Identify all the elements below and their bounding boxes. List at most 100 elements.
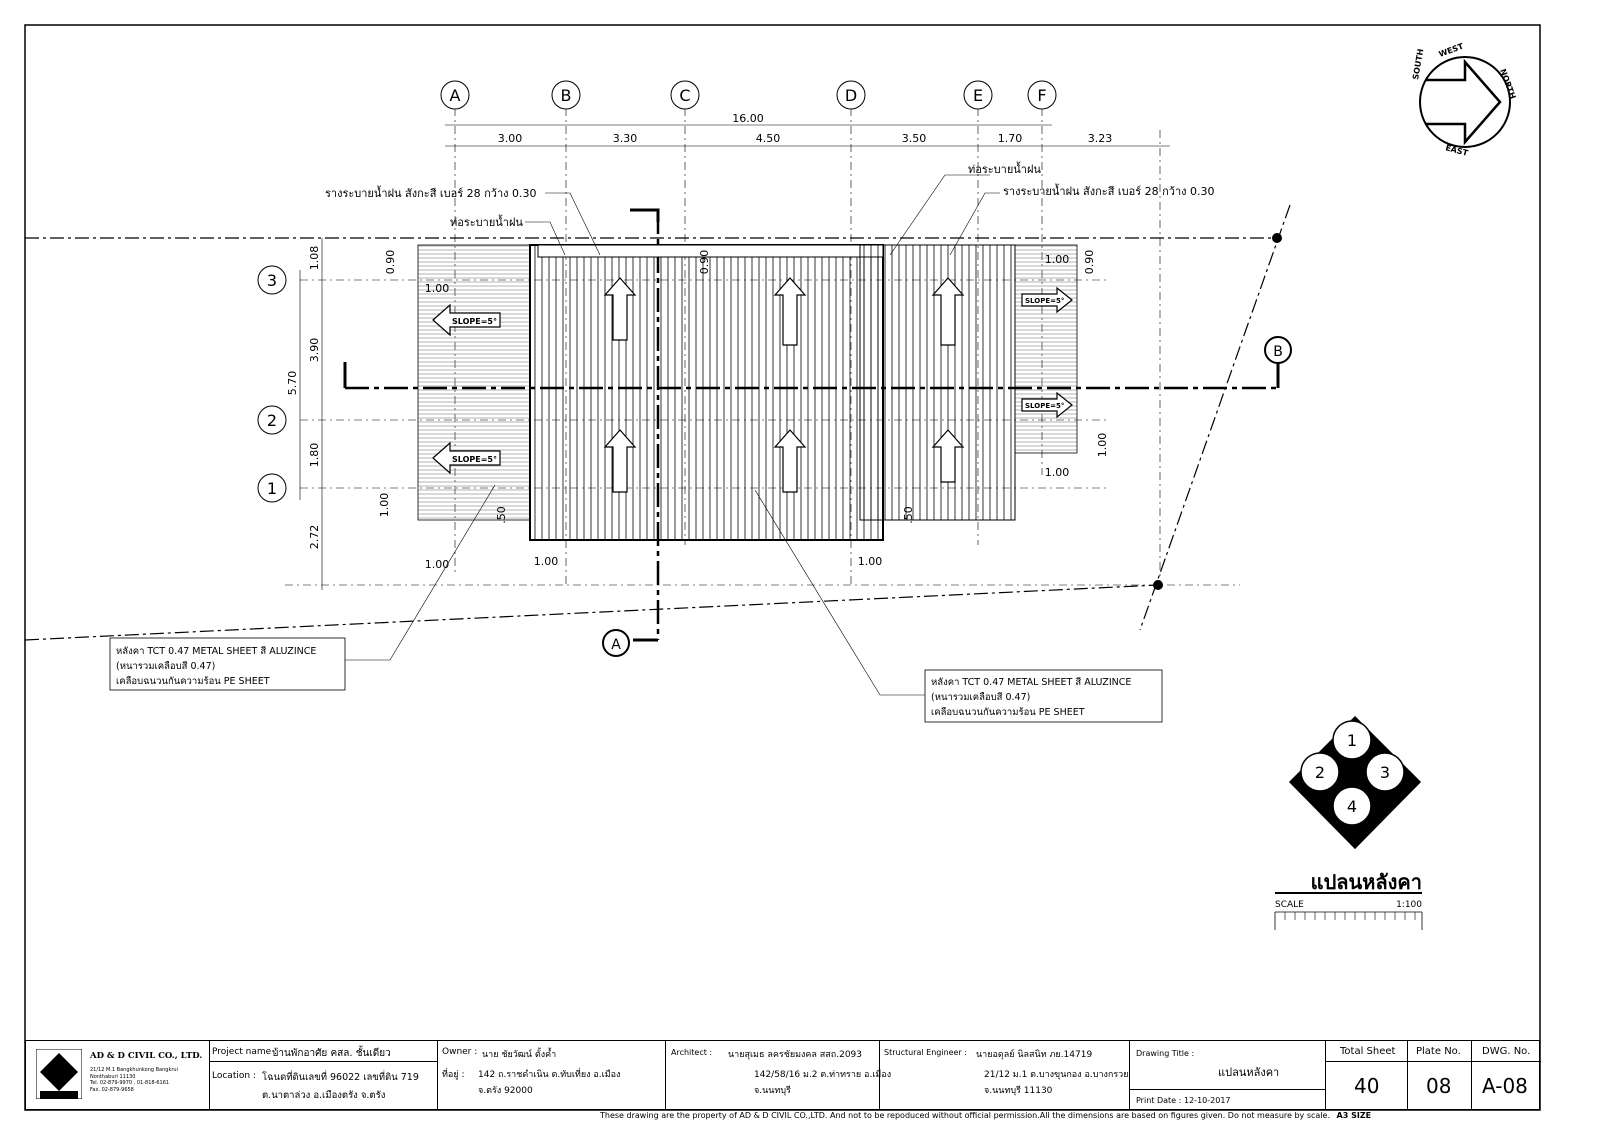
dimension-lines-left [299, 238, 323, 590]
note-line: เคลือบฉนวนกันความร้อน PE SHEET [931, 707, 1085, 718]
tb-dwg-no: DWG. No. A-08 [1472, 1041, 1541, 1109]
tb-engineer: Structural Engineer : นายอดุลย์ นิลสนิท … [880, 1041, 1130, 1109]
engineer-label: Structural Engineer : [884, 1048, 968, 1057]
slope-label: SLOPE=5° [452, 455, 497, 464]
note-line: (หนารวมเคลือบสี 0.47) [116, 661, 216, 672]
note-line: หลังคา TCT 0.47 METAL SHEET สี ALUZINCE [931, 677, 1132, 688]
dim: 1.08 [308, 246, 321, 271]
note-box-right [924, 669, 1163, 723]
dimension-texts-top: 16.00 3.00 3.30 4.50 3.50 1.70 3.23 [498, 112, 1113, 145]
footer-disclaimer: These drawing are the property of AD & D… [600, 1111, 1371, 1120]
company-name: AD & D CIVIL CO., LTD. [90, 1051, 203, 1061]
dimension-lines-top [445, 124, 1170, 147]
tb-plate-no-divider [1408, 1061, 1471, 1062]
boundary-point [1272, 233, 1282, 243]
dim: 1.80 [308, 443, 321, 468]
paper-size: A3 SIZE [1336, 1111, 1372, 1120]
key-plan-3: 3 [1380, 763, 1390, 782]
drawing-title: แปลนหลังคา [1311, 870, 1422, 894]
tb-total-sheet: Total Sheet 40 [1326, 1041, 1408, 1109]
total-sheet-value: 40 [1354, 1074, 1380, 1098]
dim: 4.50 [756, 132, 781, 145]
total-sheet-label: Total Sheet [1340, 1046, 1396, 1057]
tb-drawing-title-divider [1130, 1089, 1325, 1090]
dwg-no-label: DWG. No. [1482, 1046, 1531, 1057]
dim: 1.00 [534, 555, 559, 568]
compass-east: EAST [1444, 143, 1469, 158]
leader-texts: รางระบายน้ำฝน สังกะสี เบอร์ 28 กว้าง 0.3… [325, 161, 1215, 229]
print-date-value: 12-10-2017 [1184, 1096, 1231, 1105]
scale-bar [1274, 892, 1423, 930]
tb-owner: Owner : นาย ชัยวัฒน์ ตั้งค้ำ ที่อยู่ : 1… [438, 1041, 666, 1109]
architect-addr-line-1: 142/58/16 ม.2 ต.ท่าทราย อ.เมือง [754, 1070, 892, 1080]
dim: 3.23 [1088, 132, 1113, 145]
key-plan-labels: 1 2 3 4 [1315, 731, 1390, 816]
address-line: Fax. 02-879-9658 [90, 1086, 134, 1093]
grid-bubbles-top [440, 80, 1057, 110]
tb-project-divider [210, 1061, 437, 1062]
tb-project: Project name : บ้านพักอาศัย คสล. ชั้นเดี… [210, 1041, 438, 1109]
grid-label: F [1037, 86, 1046, 105]
engineer-addr-line-2: จ.นนทบุรี 11130 [984, 1086, 1053, 1096]
downpipe-right-label: ท่อระบายน้ำฝน [968, 161, 1041, 176]
dim: 1.00 [378, 493, 391, 518]
scale-ticks [1284, 912, 1416, 920]
dimension-texts-left: 1.08 3.90 1.80 2.72 5.70 [286, 246, 321, 550]
grid-label: 1 [267, 479, 277, 498]
slope-labels: SLOPE=5° SLOPE=5° SLOPE=5° SLOPE=5° [452, 297, 1064, 464]
print-date-label: Print Date : [1136, 1096, 1182, 1105]
address-line: Tel. 02-879-9970 , 01-818-6161 [90, 1080, 170, 1086]
dim: 3.30 [613, 132, 638, 145]
section-label-a: A [611, 637, 621, 653]
grid-label: C [679, 86, 690, 105]
dim: 1.00 [425, 282, 450, 295]
owner-addr-label: ที่อยู่ : [442, 1070, 465, 1080]
owner-addr-line-2: จ.ตรัง 92000 [478, 1086, 533, 1096]
boundary-lines [24, 204, 1291, 641]
tb-company: AD & D CIVIL CO., LTD. 21/12 M.1 Bangkhu… [26, 1041, 210, 1109]
grid-label: 2 [267, 411, 277, 430]
grid-bubbles-left [257, 265, 287, 503]
dim: 3.00 [498, 132, 523, 145]
tb-architect: Architect : นายสุเมธ ลครชัยมงคล สสถ.2093… [666, 1041, 891, 1109]
note-line: (หนารวมเคลือบสี 0.47) [931, 692, 1031, 703]
project-label: Project name : [212, 1047, 278, 1057]
dim: 1.00 [858, 555, 883, 568]
roof-right-wing [1014, 244, 1078, 454]
plate-no-label: Plate No. [1416, 1046, 1461, 1057]
location-label: Location : [212, 1071, 256, 1081]
drawing-title-value: แปลนหลังคา [1218, 1066, 1280, 1079]
dim: 1.00 [1045, 253, 1070, 266]
company-logo-icon [36, 1049, 82, 1099]
tb-plate-no: Plate No. 08 [1408, 1041, 1472, 1109]
compass-south: SOUTH [1411, 48, 1425, 80]
roof-center-right [859, 244, 1016, 521]
dwg-no-value: A-08 [1482, 1074, 1528, 1098]
grid-label: B [561, 86, 572, 105]
owner-label: Owner : [442, 1047, 478, 1057]
company-address: 21/12 M.1 Bangkhunkong Bangkrui Nonthabu… [90, 1067, 178, 1093]
downpipe-left-label: ท่อระบายน้ำฝน [450, 214, 523, 229]
key-plan-2: 2 [1315, 763, 1325, 782]
compass-north: NORTH [1498, 68, 1517, 101]
project-name: บ้านพักอาศัย คสล. ชั้นเดียว [272, 1048, 391, 1059]
section-marker-a [602, 629, 630, 657]
slope-label: SLOPE=5° [452, 317, 497, 326]
dimension-texts-misc: 0.90 0.90 0.90 1.00 1.00 1.00 1.00 1.00 … [378, 250, 1109, 571]
slope-label: SLOPE=5° [1025, 297, 1064, 305]
dim: .50 [495, 506, 508, 524]
footer-text: These drawing are the property of AD & D… [600, 1111, 1330, 1120]
gutter-left-label: รางระบายน้ำฝน สังกะสี เบอร์ 28 กว้าง 0.3… [325, 185, 537, 200]
grid-label: E [973, 86, 983, 105]
compass-icon [1419, 56, 1511, 148]
grid-label: 3 [267, 271, 277, 290]
note-line: เคลือบฉนวนกันความร้อน PE SHEET [116, 676, 270, 687]
owner-addr-line-1: 142 ถ.ราชดำเนิน ต.ทับเที่ยง อ.เมือง [478, 1070, 621, 1080]
note-right: หลังคา TCT 0.47 METAL SHEET สี ALUZINCE … [931, 675, 1131, 720]
gutter-right-label: รางระบายน้ำฝน สังกะสี เบอร์ 28 กว้าง 0.3… [1003, 183, 1215, 198]
dim: 1.70 [998, 132, 1023, 145]
grid-bubble-labels-top: A B C D E F [450, 86, 1047, 105]
dim: 0.90 [384, 250, 397, 275]
sheet-border [24, 24, 1541, 1111]
